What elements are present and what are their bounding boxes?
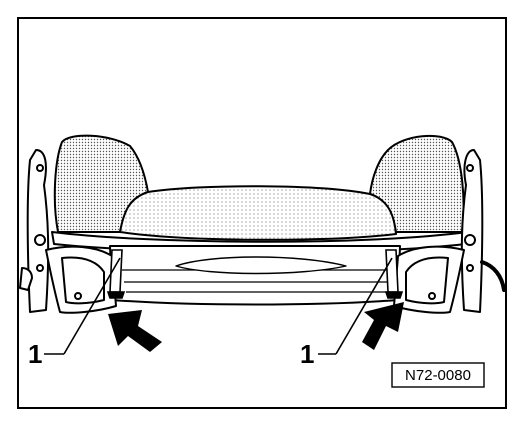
callout-label-left: 1 xyxy=(28,339,42,369)
cable xyxy=(480,260,506,292)
reference-code: N72-0080 xyxy=(405,367,471,384)
tray-recess xyxy=(175,256,347,275)
right-side-rail xyxy=(393,149,484,314)
right-leader-line-diag xyxy=(335,257,393,355)
right-arrow-icon xyxy=(362,302,404,350)
callout-label-right: 1 xyxy=(300,339,314,369)
right-clip xyxy=(384,249,404,299)
center-cushion xyxy=(119,185,397,241)
lower-tray xyxy=(109,245,401,306)
reference-code-box xyxy=(391,362,485,388)
left-side-rail xyxy=(19,149,117,314)
left-leader-line-diag xyxy=(63,257,121,355)
seat-cushion xyxy=(53,134,465,241)
left-arrow-icon xyxy=(108,310,162,352)
